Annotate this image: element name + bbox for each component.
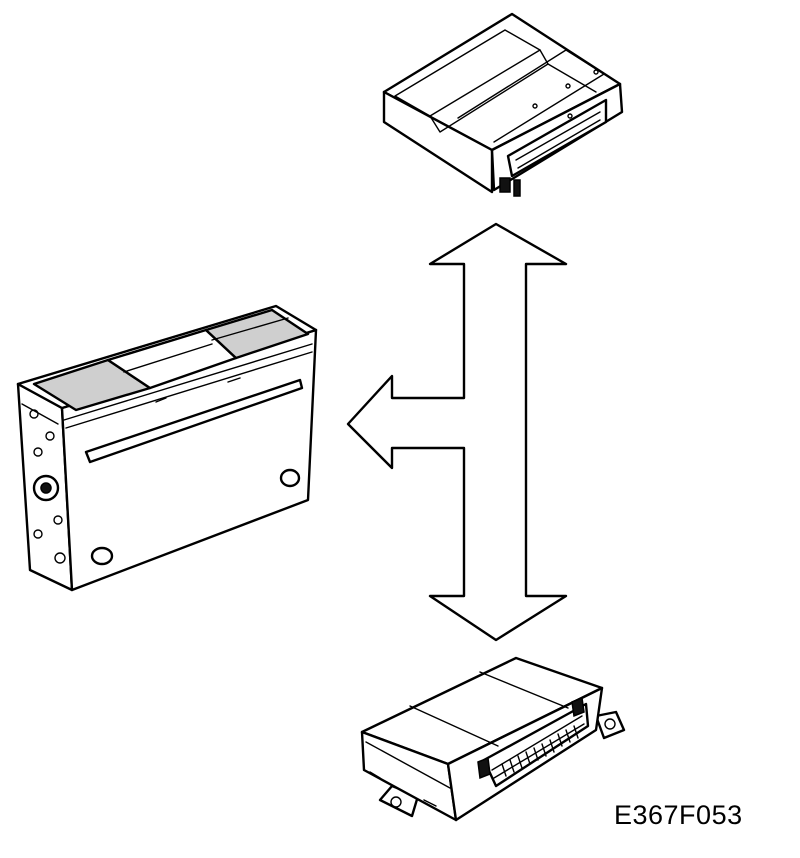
ecu-module-icon — [360, 656, 626, 822]
cd-player-unit-icon — [16, 304, 318, 592]
figure-reference-code: E367F053 — [614, 800, 743, 830]
double-headed-arrow-icon — [346, 222, 568, 642]
control-module-icon — [382, 12, 624, 197]
